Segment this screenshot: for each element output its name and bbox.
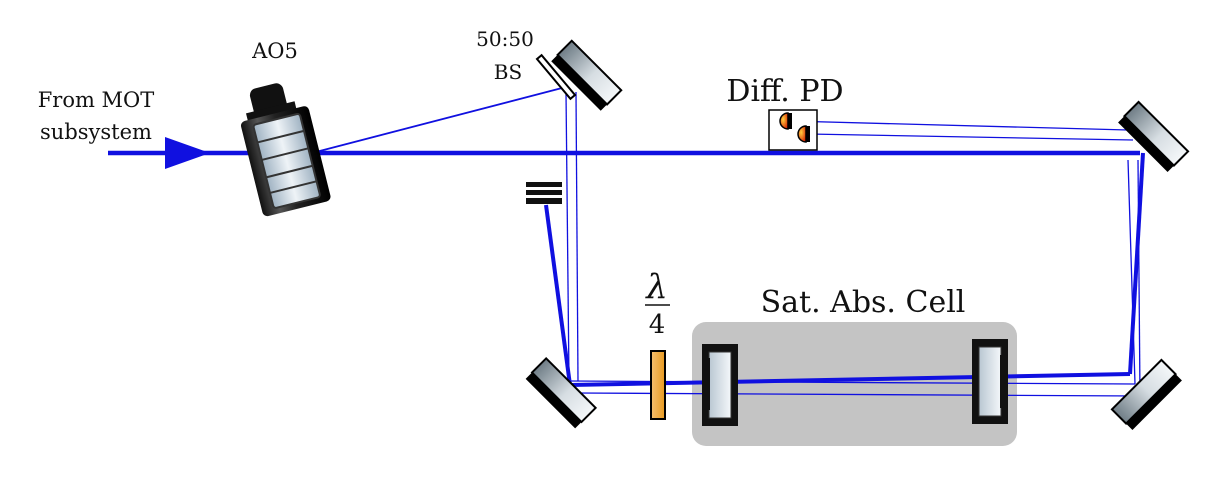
sat-abs-cell-body (692, 322, 1017, 446)
probe-beam-f (1137, 159, 1141, 397)
aom-label: AO5 (251, 39, 298, 63)
mirror-right-upper (1118, 100, 1190, 172)
quarter-waveplate (650, 350, 666, 420)
beamsplitter-plate (535, 53, 577, 101)
photodiode-label: Diff. PD (726, 74, 843, 109)
bs-label-line1: 50:50 (476, 27, 534, 51)
mirror-left-lower (525, 356, 598, 429)
probe-beam-a (565, 91, 570, 382)
laser-beams (108, 87, 1145, 397)
probe-beam-d (575, 392, 1141, 397)
photodiode-b-icon (797, 125, 807, 143)
probe-to-pd-a (789, 120, 1129, 131)
cell-window-left (702, 344, 738, 426)
waveplate-label-numerator: λ (644, 267, 668, 307)
cell-label: Sat. Abs. Cell (761, 285, 966, 320)
source-label-line1: From MOT (38, 88, 155, 112)
diff-photodiode (768, 109, 818, 151)
probe-beam-b (575, 91, 579, 382)
bs-label-line2: BS (494, 60, 522, 84)
pump-beam-right (1128, 152, 1145, 375)
mirror-top (551, 39, 623, 111)
input-arrow-icon (165, 137, 210, 169)
deflected-beam (311, 87, 563, 154)
probe-to-pd-b (807, 133, 1134, 141)
source-label-line2: subsystem (40, 120, 152, 144)
photodiode-a-icon (779, 112, 789, 130)
probe-beam-e (1127, 159, 1136, 385)
aom-ao5 (241, 83, 331, 217)
waveplate-label-denominator: 4 (649, 310, 666, 340)
mirror-right-lower (1110, 358, 1182, 430)
beam-dump (526, 182, 562, 204)
cell-window-right (972, 339, 1008, 424)
pump-beam-dump (544, 204, 572, 386)
